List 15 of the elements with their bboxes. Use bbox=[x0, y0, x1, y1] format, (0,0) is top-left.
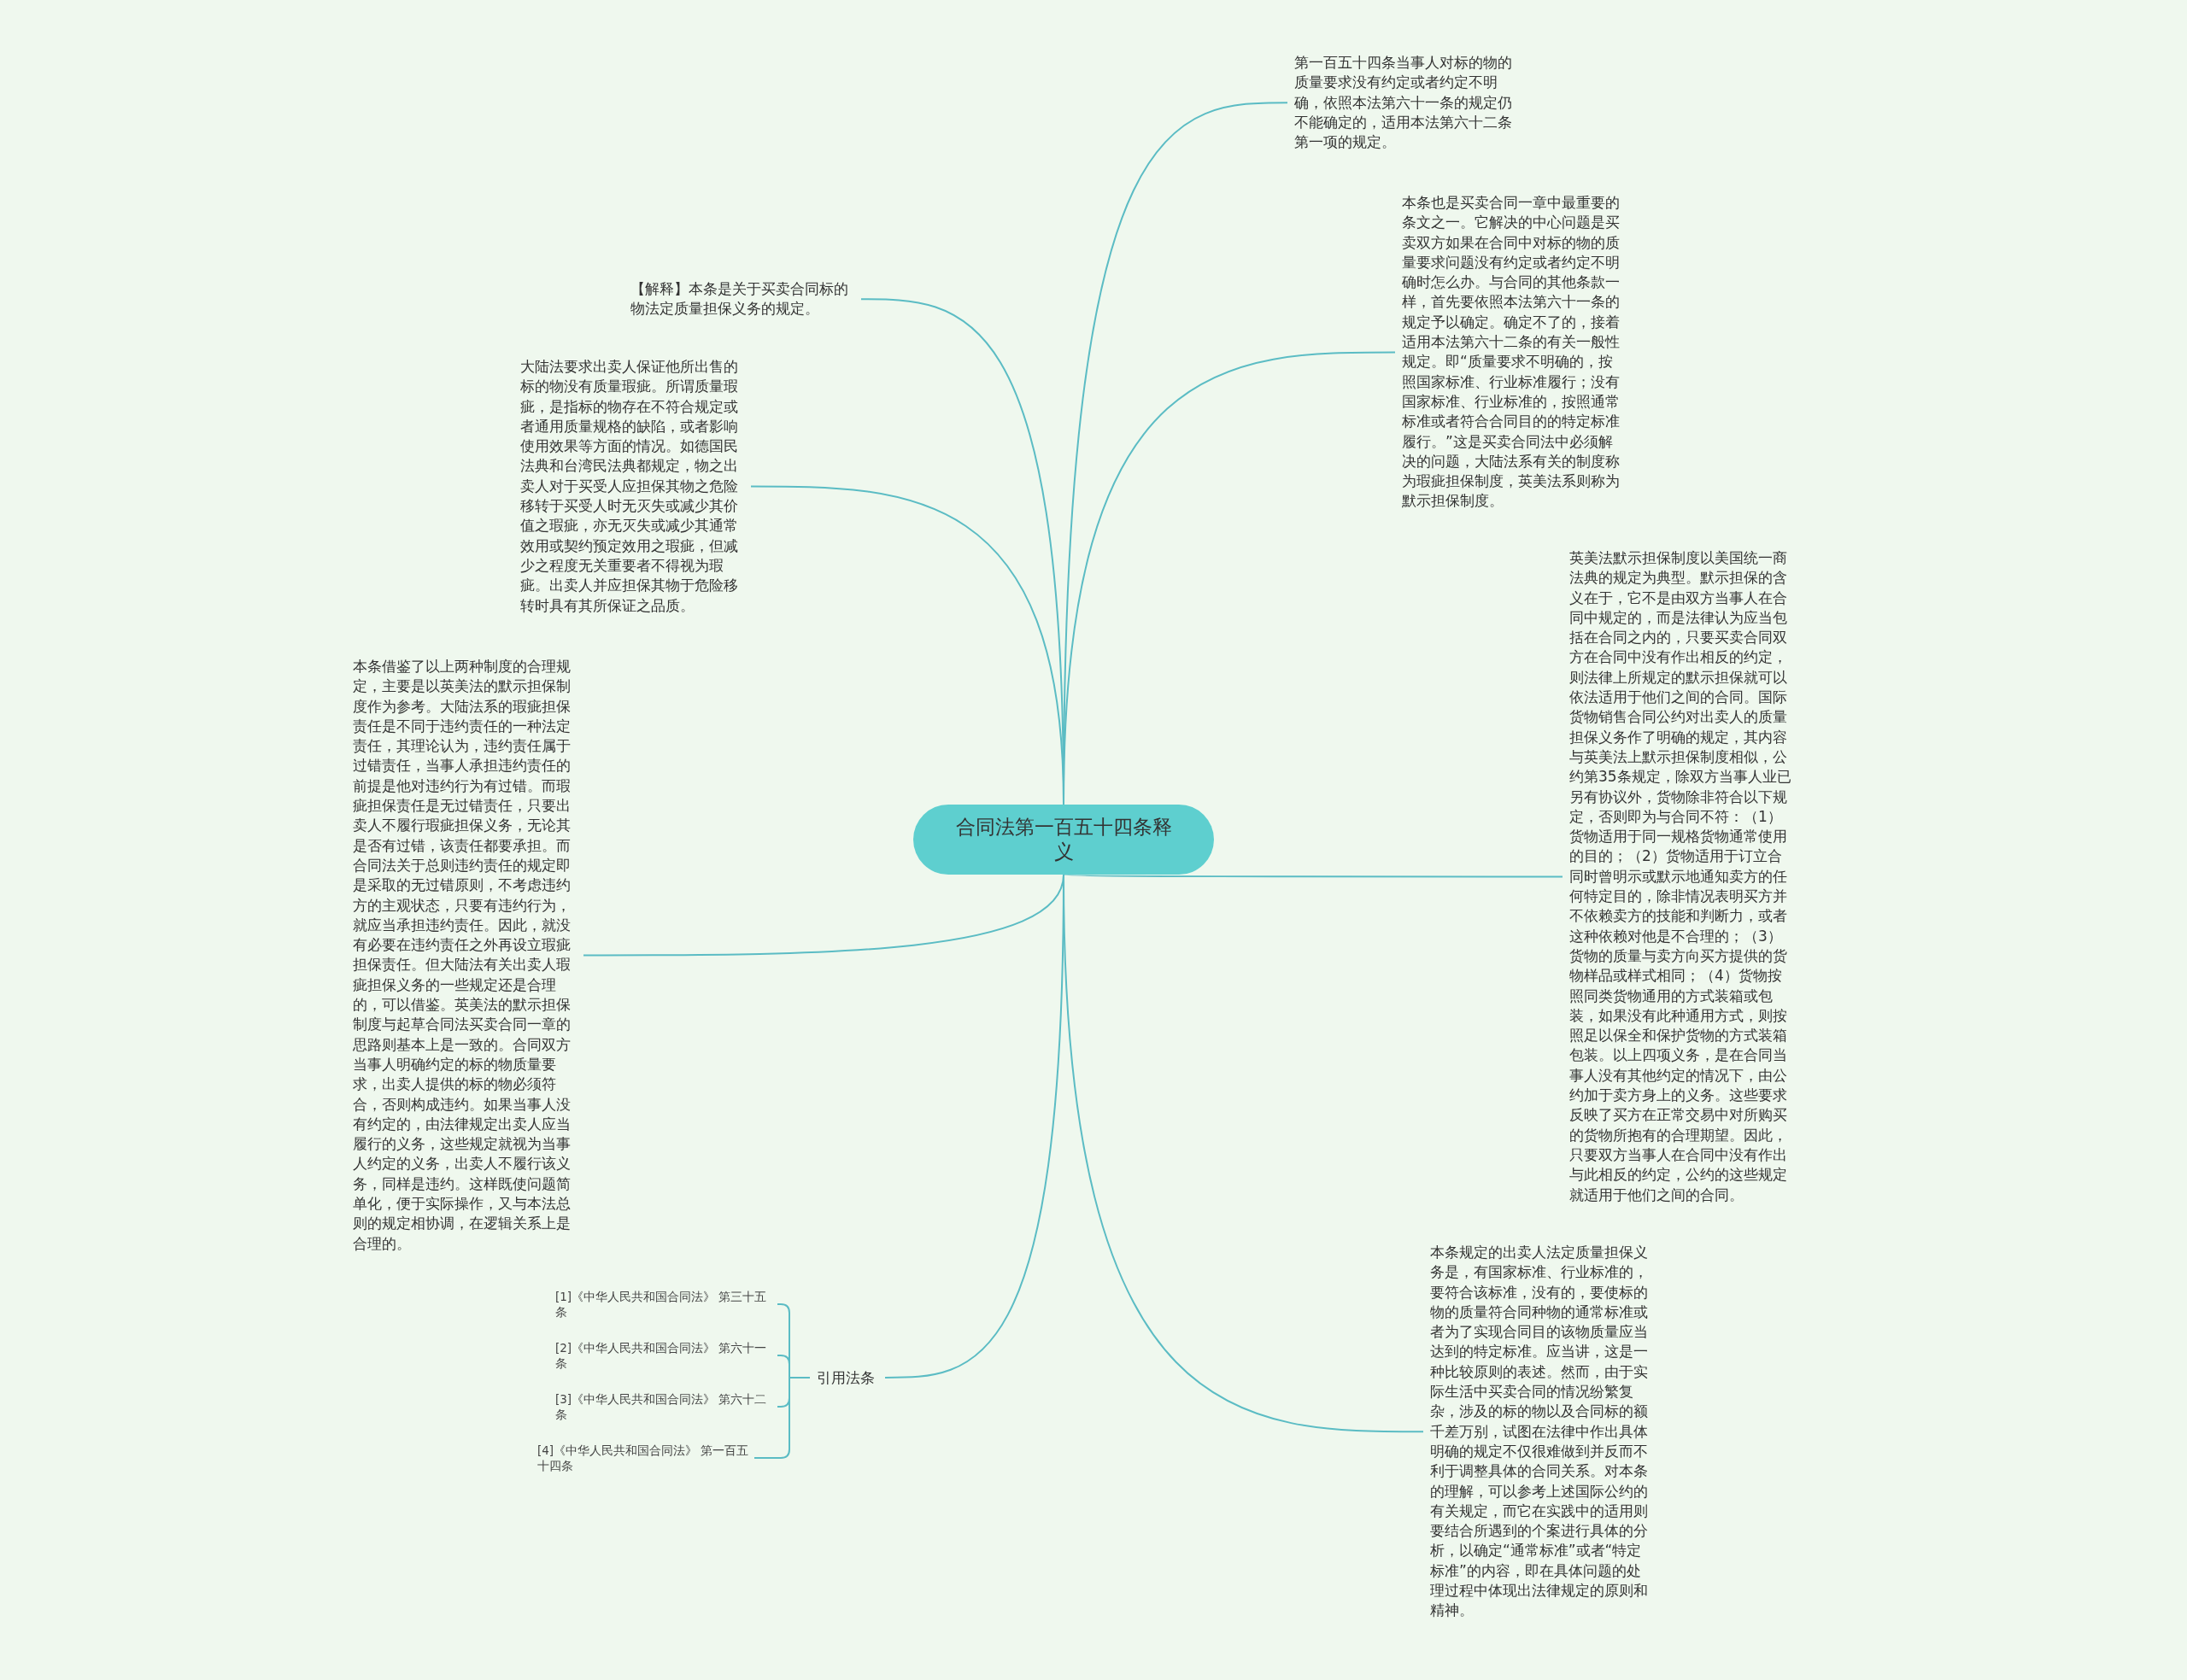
branch-label: 引用法条 bbox=[813, 1367, 878, 1389]
citation-text: [4]《中华人民共和国合同法》 第一百五十四条 bbox=[537, 1443, 751, 1473]
branch-text: 英美法默示担保制度以美国统一商法典的规定为典型。默示担保的含义在于，它不是由双方当事人在合同中规定的，而是法律认为应当包括在合同之内的，只要买卖合同双方在合同中没有作出相反的约定，则法律上所规定的默示担保就可以依法适用于他们之间的合同。国际货物销售合同公约对出卖人的质量担保义务作了明确的规定，其内容与英美法上默示担保制度相似，公约第35条规定，除双方当事人业已另有协议外，货物除非符合以下规定，否则即为与合同不符：（1）货物适用于同一规格货物通常使用的目的；（2）货物适用于订立合同时曾明示或默示地通知卖方的任何特定目的，除非情况表明买方并不依赖卖方的技能和判断力，或者这种依赖对他是不合理的；（3）货物的质量与卖方向买方提供的货物样品或样式相同；（4）货物按照同类货物通用的方式装箱或包装，如果没有此种通用方式，则按照足以保全和保护货物的方式装箱包装。以上四项义务，是在合同当事人没有其他约定的情况下，由公约加于卖方身上的义务。这些要求反映了买方在正常交易中对所购买的货物所抱有的合理期望。因此，只要双方当事人在合同中没有作出与此相反的约定，公约的这些规定就适用于他们之间的合同。 bbox=[1569, 548, 1793, 1205]
branch-text: 本条借鉴了以上两种制度的合理规定，主要是以英美法的默示担保制度作为参考。大陆法系的瑕疵担保责任是不同于违约责任的一种法定责任，其理论认为，违约责任属于过错责任，当事人承担违约责任的前提是他对违约行为有过错。而瑕疵担保责任是无过错责任，只要出卖人不履行瑕疵担保义务，无论其是否有过错，该责任都要承担。而合同法关于总则违约责任的规定即是采取的无过错原则，不考虑违约方的主观状态，只要有违约行为，就应当承担违约责任。因此，就没有必要在违约责任之外再设立瑕疵担保责任。但大陆法有关出卖人瑕疵担保义务的一些规定还是合理的，可以借鉴。英美法的默示担保制度与起草合同法买卖合同一章的思路则基本上是一致的。合同双方当事人明确约定的标的物质量要求，出卖人提供的标的物必须符合，否则构成违约。如果当事人没有约定的，由法律规定出卖人应当履行的义务，这些规定就视为当事人约定的义务，出卖人不履行该义务，同样是违约。这样既使问题简单化，便于实际操作，又与本法总则的规定相协调，在逻辑关系上是合理的。 bbox=[353, 657, 577, 1254]
citation-text: [1]《中华人民共和国合同法》 第三十五条 bbox=[555, 1289, 774, 1320]
branch-text: 大陆法要求出卖人保证他所出售的标的物没有质量瑕疵。所谓质量瑕疵，是指标的物存在不符合规定或者通用质量规格的缺陷，或者影响使用效果等方面的情况。如德国民法典和台湾民法典都规定，物之出卖人对于买受人应担保其物之危险移转于买受人时无灭失或减少其价值之瑕疵，亦无灭失或减少其通常效用或契约预定效用之瑕疵，但减少之程度无关重要者不得视为瑕疵。出卖人并应担保其物于危险移转时具有其所保证之品质。 bbox=[520, 357, 744, 616]
citation-text: [3]《中华人民共和国合同法》 第六十二条 bbox=[555, 1391, 774, 1422]
branch-text: 本条也是买卖合同一章中最重要的条文之一。它解决的中心问题是买卖双方如果在合同中对标的物的质量要求问题没有约定或者约定不明确时怎么办。与合同的其他条款一样，首先要依照本法第六十一条的规定予以确定。确定不了的，接着适用本法第六十二条的有关一般性规定。即“质量要求不明确的，按照国家标准、行业标准履行；没有国家标准、行业标准的，按照通常标准或者符合合同目的的特定标准履行。”这是买卖合同法中必须解决的问题，大陆法系有关的制度称为瑕疵担保制度，英美法系则称为默示担保制度。 bbox=[1402, 193, 1626, 512]
connector-line bbox=[753, 1377, 811, 1459]
citation-text: [2]《中华人民共和国合同法》 第六十一条 bbox=[555, 1340, 774, 1371]
branch-text: 本条规定的出卖人法定质量担保义务是，有国家标准、行业标准的，要符合该标准，没有的，要使标的物的质量符合同种物的通常标准或者为了实现合同目的该物质量应当达到的特定标准。应当讲，这是一种比较原则的表述。然而，由于实际生活中买卖合同的情况纷繁复杂，涉及的标的物以及合同标的额千差万别，试图在法律中作出具体明确的规定不仅很难做到并反而不利于调整具体的合同关系。对本条的理解，可以参考上述国际公约的有关规定，而它在实践中的适用则要结合所遇到的个案进行具体的分析，以确定“通常标准”或者“特定标准”的内容，即在具体问题的处理过程中体现出法律规定的原则和精神。 bbox=[1430, 1243, 1654, 1621]
connector-line bbox=[750, 485, 1064, 805]
branch-text: 第一百五十四条当事人对标的物的质量要求没有约定或者约定不明确，依照本法第六十一条的规定仍不能确定的，适用本法第六十二条第一项的规定。 bbox=[1294, 53, 1518, 153]
central-topic: 合同法第一百五十四条释义 bbox=[913, 805, 1214, 875]
branch-text: 【解释】本条是关于买卖合同标的物法定质量担保义务的规定。 bbox=[630, 279, 854, 319]
